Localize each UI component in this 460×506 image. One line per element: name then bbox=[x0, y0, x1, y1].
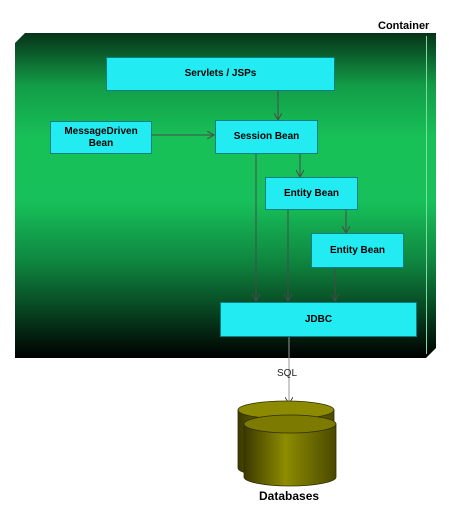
container-edge bbox=[426, 36, 427, 354]
entity-bean-node-1: Entity Bean bbox=[265, 177, 358, 210]
databases-label: Databases bbox=[259, 489, 320, 503]
container-label: Container bbox=[378, 20, 430, 32]
entity-bean-node-2: Entity Bean bbox=[311, 233, 404, 268]
message-driven-bean-node: MessageDriven Bean bbox=[50, 121, 152, 154]
servlets-jsps-node: Servlets / JSPs bbox=[106, 57, 335, 91]
jdbc-node: JDBC bbox=[220, 302, 417, 337]
session-bean-node: Session Bean bbox=[215, 120, 318, 154]
database-icon bbox=[237, 400, 337, 487]
sql-edge-label: SQL bbox=[277, 368, 298, 379]
